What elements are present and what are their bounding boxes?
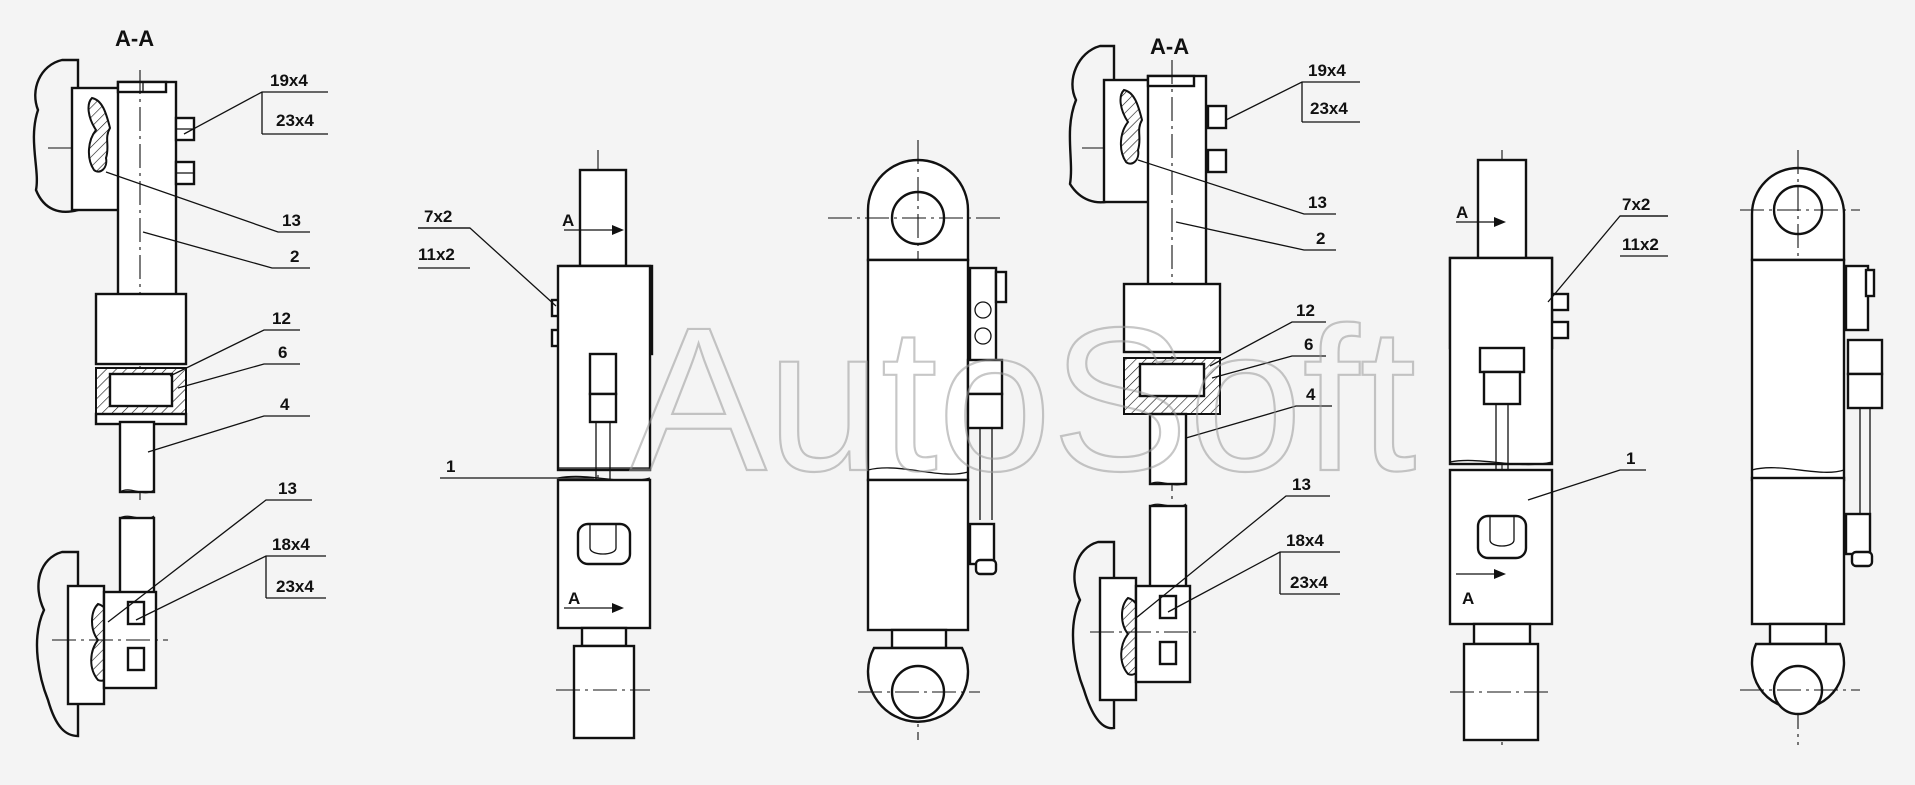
section-a-a-left: A-A (32, 26, 328, 738)
cylinder-body (116, 80, 178, 298)
callout-23x4: 23x4 (276, 111, 314, 130)
section-mark-a: A (1462, 589, 1474, 608)
callout-19x4: 19x4 (1308, 61, 1346, 80)
callout-4: 4 (280, 395, 290, 414)
rod-top (1476, 158, 1528, 262)
callout-7x2: 7x2 (1622, 195, 1650, 214)
section-title: A-A (115, 26, 154, 51)
mounting-bracket-top (1068, 44, 1116, 204)
section-title: A-A (1150, 34, 1189, 59)
rod-top (578, 168, 628, 268)
callout-6: 6 (278, 343, 287, 362)
callout-11x2: 11x2 (418, 245, 455, 264)
callout-6: 6 (1304, 335, 1313, 354)
front-view-right: A A 7x2 11x2 1 (1448, 150, 1668, 745)
callout-13: 13 (1292, 475, 1311, 494)
callout-1: 1 (1626, 449, 1635, 468)
section-a-a-right: A-A 19x4 23x4 (1068, 34, 1360, 730)
eye-clamp (576, 522, 632, 566)
callout-23x4: 23x4 (1290, 573, 1328, 592)
callout-19x4: 19x4 (270, 71, 308, 90)
rod-end (572, 644, 636, 740)
callout-13: 13 (278, 479, 297, 498)
mounting-bracket-bottom (35, 550, 80, 738)
callout-12: 12 (1296, 301, 1315, 320)
callout-13: 13 (1308, 193, 1327, 212)
cylinder-lower (1750, 476, 1846, 626)
section-mark-a: A (1456, 203, 1468, 222)
callout-11x2: 11x2 (1622, 235, 1659, 254)
front-view-left: A A 7x2 11x2 1 (418, 150, 654, 740)
hex-nut (94, 292, 188, 366)
cylinder-lower (866, 478, 970, 632)
pin-section (87, 96, 112, 173)
callout-1: 1 (446, 457, 455, 476)
callout-23x4: 23x4 (276, 577, 314, 596)
side-view-left (828, 140, 1008, 740)
callout-2: 2 (290, 247, 299, 266)
section-mark-a: A (568, 589, 580, 608)
mounting-bracket-bottom (1071, 540, 1116, 730)
mounting-bracket-top (32, 58, 80, 213)
watermark: AutoSoft (630, 285, 1416, 514)
callout-12: 12 (272, 309, 291, 328)
section-mark-a: A (562, 211, 574, 230)
callout-13: 13 (282, 211, 301, 230)
piston-rod (118, 420, 156, 494)
callout-18x4: 18x4 (1286, 531, 1324, 550)
hex-nut (1122, 282, 1222, 354)
callout-2: 2 (1316, 229, 1325, 248)
cylinder-body (1750, 258, 1846, 482)
cylinder-body (1146, 74, 1208, 288)
callout-7x2: 7x2 (424, 207, 452, 226)
callout-23x4: 23x4 (1310, 99, 1348, 118)
callout-18x4: 18x4 (272, 535, 310, 554)
callout-4: 4 (1306, 385, 1316, 404)
side-view-right (1740, 150, 1884, 745)
